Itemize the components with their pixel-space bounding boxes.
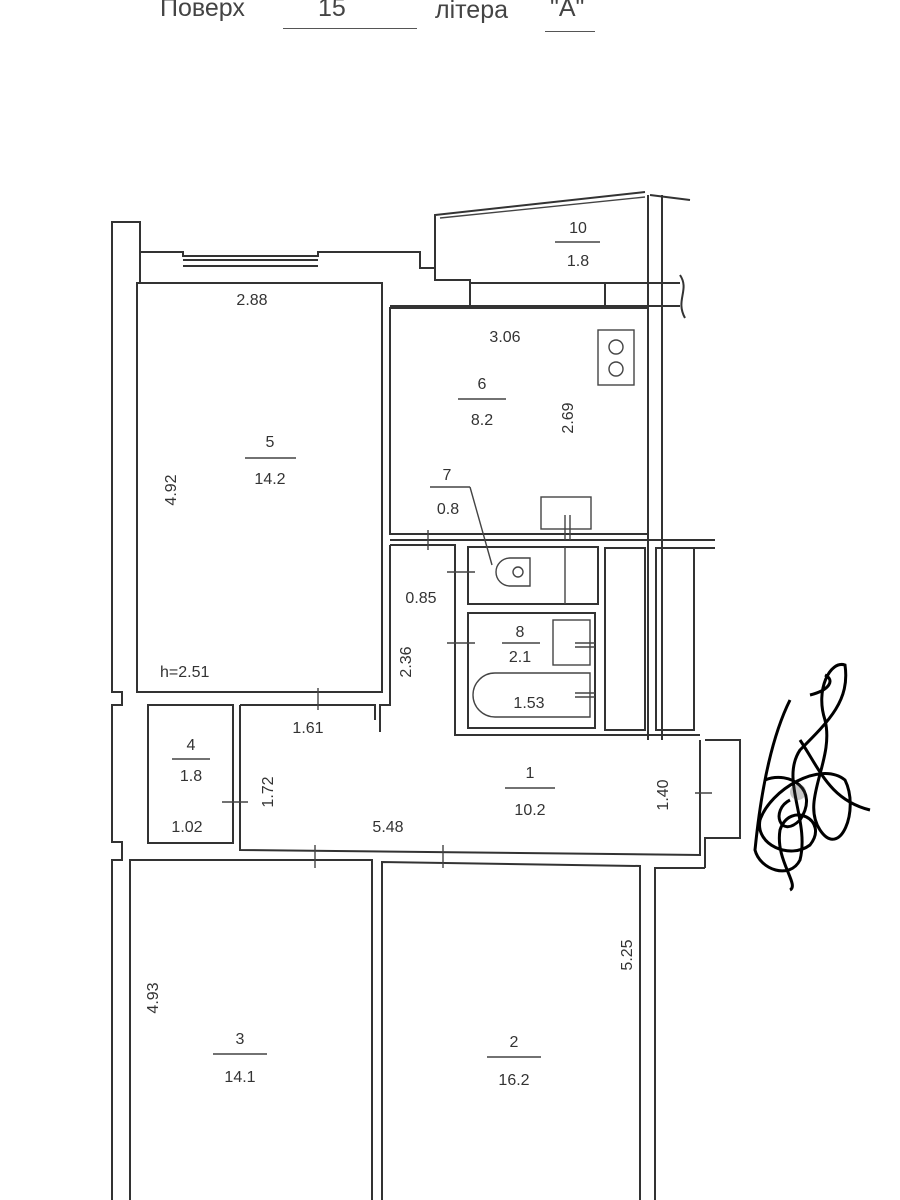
- svg-text:10.2: 10.2: [514, 802, 545, 819]
- letter-value: "A": [550, 0, 585, 22]
- kitchen-sink-icon: [540, 496, 592, 530]
- walls: [111, 191, 741, 1200]
- svg-text:5.48: 5.48: [372, 819, 403, 836]
- svg-text:2.1: 2.1: [509, 649, 531, 666]
- svg-text:8: 8: [516, 624, 525, 641]
- room-label-3: 3 14.1: [213, 1031, 267, 1086]
- room-label-6: 6 8.2: [458, 376, 506, 429]
- svg-text:14.1: 14.1: [224, 1069, 255, 1086]
- svg-text:5.25: 5.25: [619, 939, 636, 970]
- svg-text:14.2: 14.2: [254, 471, 285, 488]
- svg-text:1.53: 1.53: [513, 695, 544, 712]
- room-label-7: 7 0.8: [437, 467, 459, 518]
- floor-value: 15: [318, 0, 346, 22]
- svg-text:16.2: 16.2: [498, 1072, 529, 1089]
- svg-text:1.8: 1.8: [567, 253, 589, 270]
- room-label-10: 10 1.8: [555, 220, 600, 270]
- room-5: [136, 282, 383, 693]
- svg-text:0.85: 0.85: [405, 590, 436, 607]
- svg-text:3.06: 3.06: [489, 329, 520, 346]
- svg-text:4.93: 4.93: [145, 982, 162, 1013]
- svg-text:1.8: 1.8: [180, 768, 202, 785]
- svg-text:3: 3: [236, 1031, 245, 1048]
- svg-text:1.40: 1.40: [655, 779, 672, 810]
- svg-text:2.36: 2.36: [398, 646, 415, 677]
- room-4: [147, 704, 234, 844]
- svg-text:2: 2: [510, 1034, 519, 1051]
- svg-text:2.69: 2.69: [560, 402, 577, 433]
- floor-label: Поверх: [160, 0, 245, 22]
- svg-text:1.02: 1.02: [171, 819, 202, 836]
- svg-text:10: 10: [569, 220, 587, 237]
- room-label-4: 4 1.8: [172, 737, 210, 785]
- svg-text:4: 4: [187, 737, 196, 754]
- svg-text:1: 1: [526, 765, 535, 782]
- letter-underline: [545, 31, 595, 32]
- dimensions: 2.88 4.92 h=2.51 3.06 2.69 0.85 2.36 1.5…: [145, 292, 672, 1014]
- bathtub-icon: [472, 672, 591, 718]
- room-label-1: 1 10.2: [505, 765, 555, 819]
- signature-scribble: [753, 663, 871, 892]
- svg-text:h=2.51: h=2.51: [160, 664, 209, 681]
- letter-label: літера: [435, 0, 509, 24]
- stove-icon: [597, 329, 635, 386]
- svg-text:4.92: 4.92: [163, 474, 180, 505]
- svg-text:2.88: 2.88: [236, 292, 267, 309]
- svg-text:7: 7: [443, 467, 452, 484]
- svg-text:0.8: 0.8: [437, 501, 459, 518]
- floor-underline: [283, 28, 417, 29]
- door-marks: [222, 515, 712, 868]
- toilet-fixture: [495, 557, 531, 587]
- room-label-8: 8 2.1: [502, 624, 540, 666]
- svg-text:5: 5: [266, 434, 275, 451]
- svg-text:8.2: 8.2: [471, 412, 493, 429]
- room-label-5: 5 14.2: [245, 434, 296, 488]
- toilet-room: [467, 546, 599, 605]
- room-8: [467, 612, 596, 729]
- room-label-2: 2 16.2: [487, 1034, 541, 1089]
- plan-header: Поверх 15 літера "A": [0, 0, 900, 44]
- svg-text:1.61: 1.61: [292, 720, 323, 737]
- svg-text:1.72: 1.72: [260, 776, 277, 807]
- svg-text:6: 6: [478, 376, 487, 393]
